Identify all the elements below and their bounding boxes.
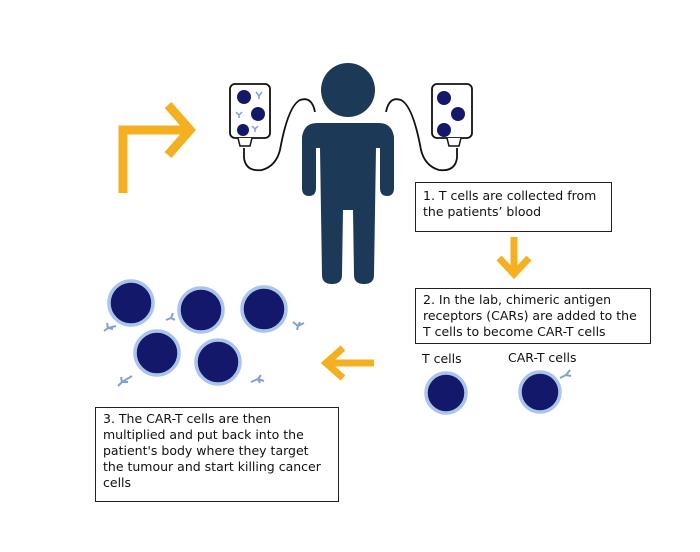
car-t-cell-cluster [103,279,305,387]
person-icon [302,63,394,284]
car-t-cells-label: CAR-T cells [508,350,577,365]
arrow-icon-left [320,345,374,381]
arrow-icon-return [118,102,196,193]
car-t-cell-single [518,369,572,414]
arrow-icon-down [496,237,532,280]
step-2-text: 2. In the lab, chimeric antigen receptor… [423,292,637,339]
car-receptor [559,369,572,379]
t-cell [424,371,468,415]
car-receptors [103,312,305,387]
t-cells-label: T cells [422,351,462,366]
car-t-cell [240,285,288,333]
car-t-cell [133,329,181,377]
right-tube [385,98,458,172]
car-t-cell [177,286,225,334]
car-t-cell [194,338,242,386]
car-t-cell [107,279,155,327]
iv-bag-icon-right [431,83,473,147]
step-1-box: 1. T cells are collected from the patien… [415,182,612,232]
step-3-text: 3. The CAR-T cells are then multiplied a… [103,411,321,490]
left-tube [243,98,316,172]
step-1-text: 1. T cells are collected from the patien… [423,188,597,219]
step-2-box: 2. In the lab, chimeric antigen receptor… [415,288,651,344]
step-3-box: 3. The CAR-T cells are then multiplied a… [95,407,339,502]
iv-bag-icon-left [229,83,271,147]
